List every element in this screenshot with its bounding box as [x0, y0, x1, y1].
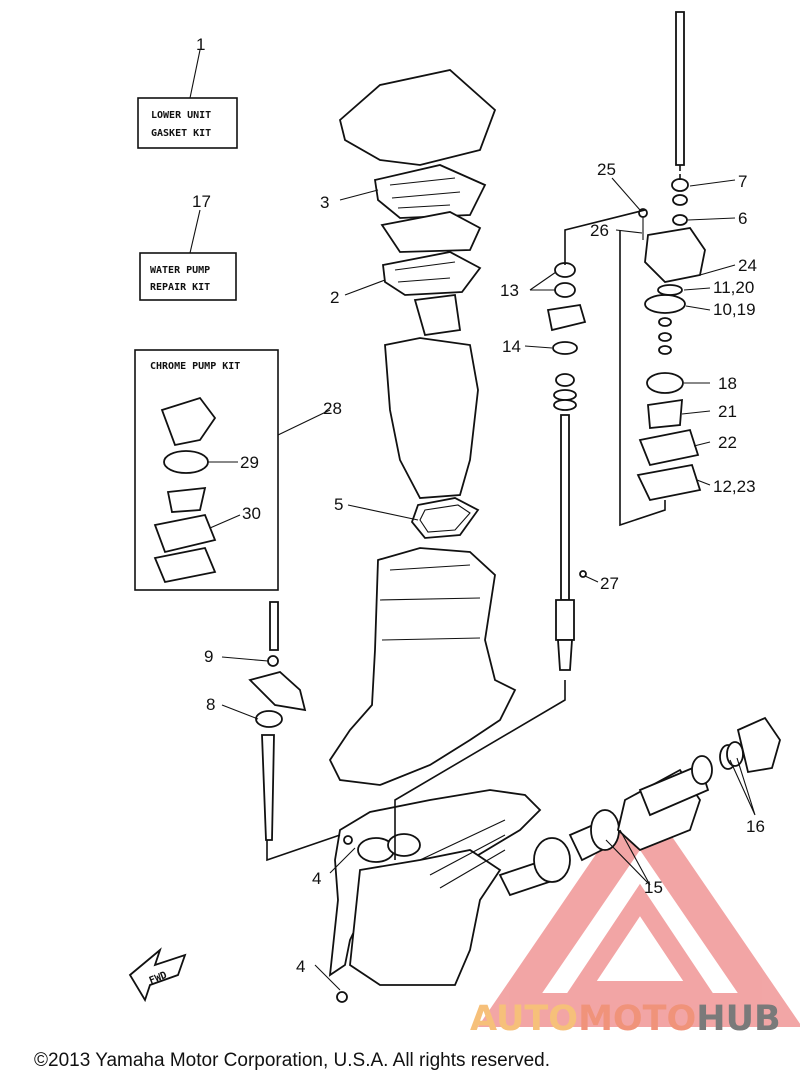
copyright-notice: ©2013 Yamaha Motor Corporation, U.S.A. A…	[34, 1050, 550, 1071]
chrome-pump-kit-parts	[153, 396, 217, 584]
callout-4-upper: 4	[312, 869, 321, 888]
watermark-text: AUTOMOTOHUB	[470, 999, 781, 1039]
water-pump-kit-line2: REPAIR KIT	[150, 282, 210, 293]
callout-21: 21	[718, 402, 737, 421]
callout-22: 22	[718, 433, 737, 452]
chrome-pump-kit-title: CHROME PUMP KIT	[150, 361, 240, 372]
callout-18: 18	[718, 374, 737, 393]
callout-13: 13	[500, 281, 519, 300]
callout-16: 16	[746, 817, 765, 836]
watermark-auto: AUTO	[470, 999, 578, 1039]
callout-2: 2	[330, 288, 339, 307]
callout-24: 24	[738, 256, 757, 275]
bracket-lines	[134, 97, 666, 862]
fitting	[343, 835, 353, 845]
lower-unit-kit-line2: GASKET KIT	[151, 128, 211, 139]
callout-11-20: 11,20	[713, 278, 754, 297]
callout-6: 6	[738, 209, 747, 228]
fwd-arrow: FWD	[128, 947, 187, 1003]
water-tube-assembly	[248, 601, 307, 841]
callout-5: 5	[334, 495, 343, 514]
leader-lines	[189, 49, 756, 991]
fitting-drain	[336, 991, 348, 1003]
drive-shaft-housing	[328, 547, 517, 786]
upper-casing-parts	[338, 69, 497, 539]
gear-case	[328, 789, 542, 986]
callout-8: 8	[206, 695, 215, 714]
callout-28: 28	[323, 399, 342, 418]
propeller-shaft-assembly	[498, 716, 781, 897]
callout-12-23: 12,23	[713, 477, 756, 496]
callout-27: 27	[600, 574, 619, 593]
callout-29: 29	[240, 453, 259, 472]
callout-30: 30	[242, 504, 261, 523]
watermark-moto: MOTO	[578, 999, 696, 1039]
callout-17: 17	[192, 192, 211, 211]
lower-unit-kit-line1: LOWER UNIT	[151, 110, 211, 121]
water-pump-kit-line1: WATER PUMP	[150, 265, 210, 276]
callout-14: 14	[502, 337, 521, 356]
callout-15: 15	[644, 878, 663, 897]
watermark-logo	[477, 789, 800, 1027]
drive-shaft	[546, 262, 587, 671]
callout-1: 1	[196, 35, 205, 54]
water-pump-column	[636, 11, 706, 502]
callout-7: 7	[738, 172, 747, 191]
callout-3: 3	[320, 193, 329, 212]
callout-26: 26	[590, 221, 609, 240]
callout-25: 25	[597, 160, 616, 179]
callout-4-lower: 4	[296, 957, 305, 976]
callout-10-19: 10,19	[713, 300, 756, 319]
watermark-hub: HUB	[696, 999, 780, 1039]
callout-9: 9	[204, 647, 213, 666]
